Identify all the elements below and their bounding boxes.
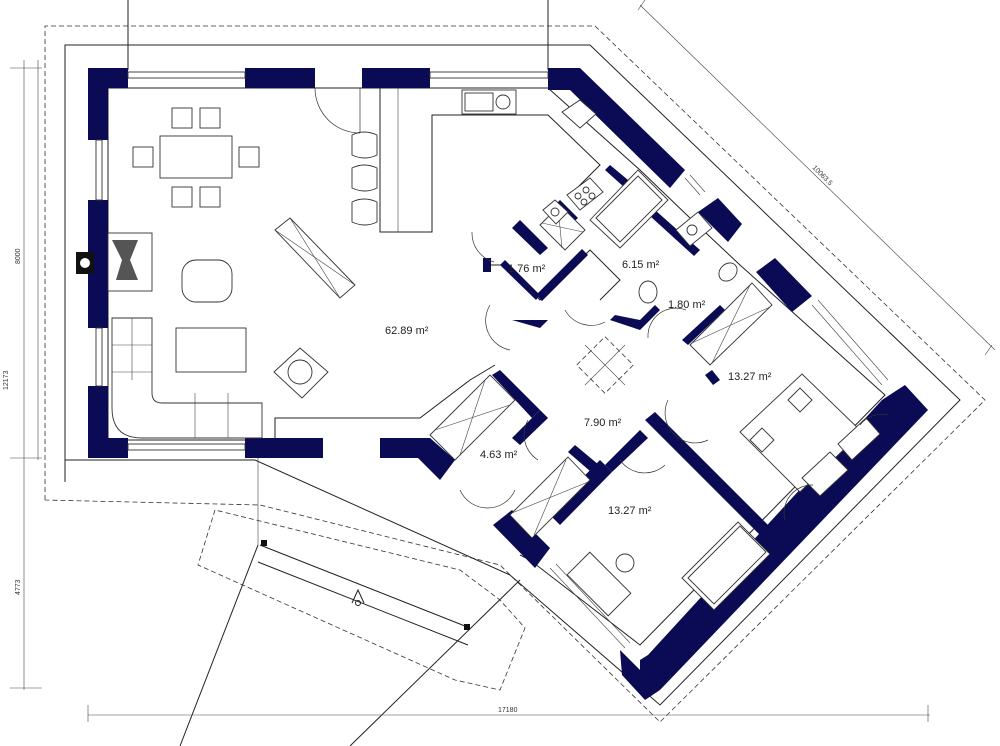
room-area-toilet: 1.80 m² xyxy=(668,299,706,311)
room-area-storage: 4.63 m² xyxy=(480,449,518,461)
dim-bottom-total: 17180 xyxy=(498,707,518,714)
terrace-outline xyxy=(179,458,526,746)
dim-left-top: 8000 xyxy=(15,248,22,264)
bed-upper xyxy=(739,373,881,497)
dim-left-total: 12173 xyxy=(3,370,10,390)
room-area-bedroom-lower: 13.27 m² xyxy=(608,505,652,517)
kitchen xyxy=(351,88,604,233)
doors xyxy=(314,87,889,521)
roof-outline xyxy=(44,25,986,723)
bathroom-fixtures xyxy=(589,169,738,304)
bed-lower xyxy=(566,521,771,617)
room-area-bath: 6.15 m² xyxy=(622,259,660,271)
living-furniture xyxy=(111,259,329,439)
room-area-hall: 7.90 m² xyxy=(584,417,622,429)
entrance-canopy xyxy=(127,0,549,70)
windows xyxy=(95,71,889,649)
walls xyxy=(88,68,928,700)
post-marker xyxy=(464,624,470,630)
post-marker xyxy=(261,540,267,546)
hall-skylight xyxy=(576,336,634,394)
room-area-living: 62.89 m² xyxy=(385,325,429,337)
partitions xyxy=(483,165,775,540)
dining-table xyxy=(132,107,260,208)
wardrobes xyxy=(274,204,773,539)
dimension-lines xyxy=(10,0,996,722)
dim-diagonal: 10063.5 xyxy=(811,164,834,187)
room-area-bedroom-upper: 13.27 m² xyxy=(728,371,772,383)
fireplace xyxy=(76,232,153,292)
dim-left-bottom: 4773 xyxy=(15,579,22,595)
room-area-wc: 1.76 m² xyxy=(508,263,546,275)
